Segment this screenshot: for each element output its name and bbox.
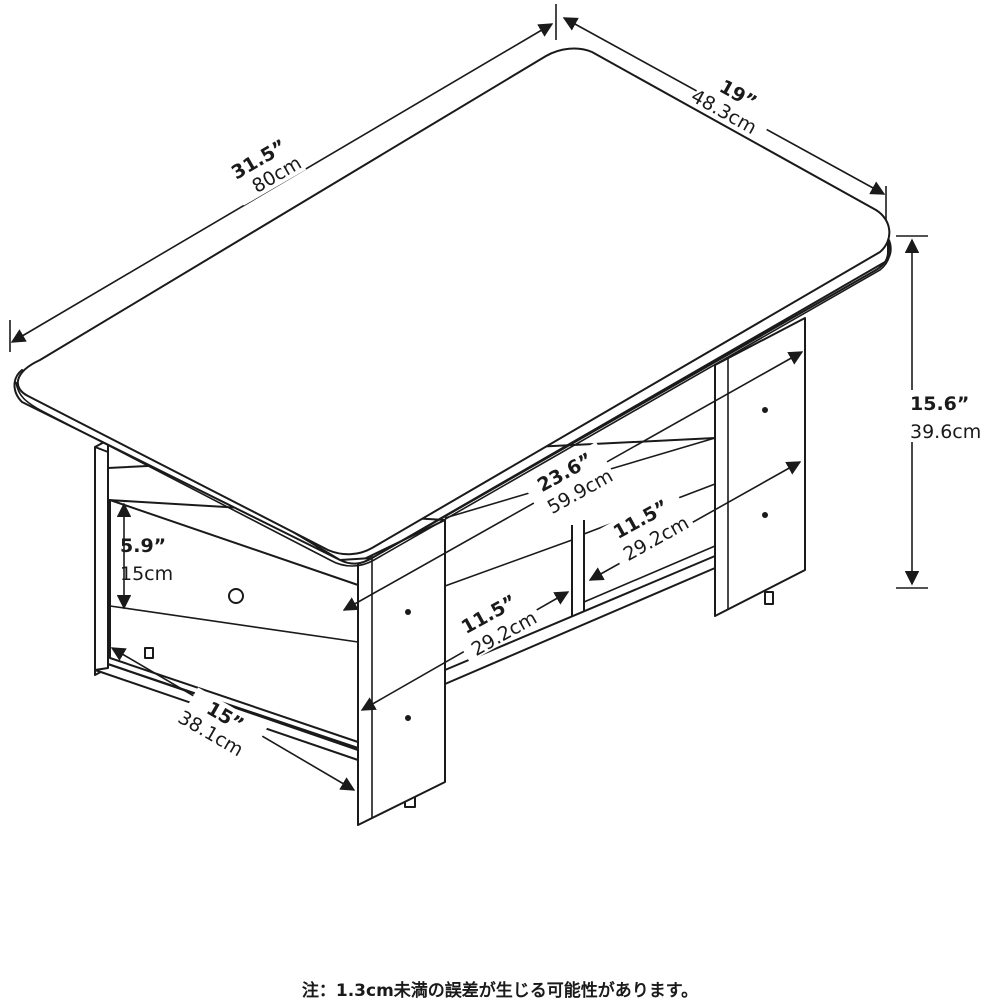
- drawer-height-cm-label: 15cm: [120, 563, 173, 585]
- screw-hole: [762, 407, 768, 413]
- height-inch-label: 15.6”: [910, 393, 969, 415]
- screw-hole: [405, 715, 411, 721]
- drawer-height-inch-label: 5.9”: [120, 535, 166, 557]
- tolerance-note: 注：1.3cm未満の誤差が生じる可能性があります。: [301, 981, 699, 1001]
- front-leg: [357, 519, 446, 826]
- height-cm-label: 39.6cm: [910, 421, 981, 443]
- screw-hole: [405, 609, 411, 615]
- drawer-pull-hole[interactable]: [228, 588, 244, 604]
- screw-hole: [762, 512, 768, 518]
